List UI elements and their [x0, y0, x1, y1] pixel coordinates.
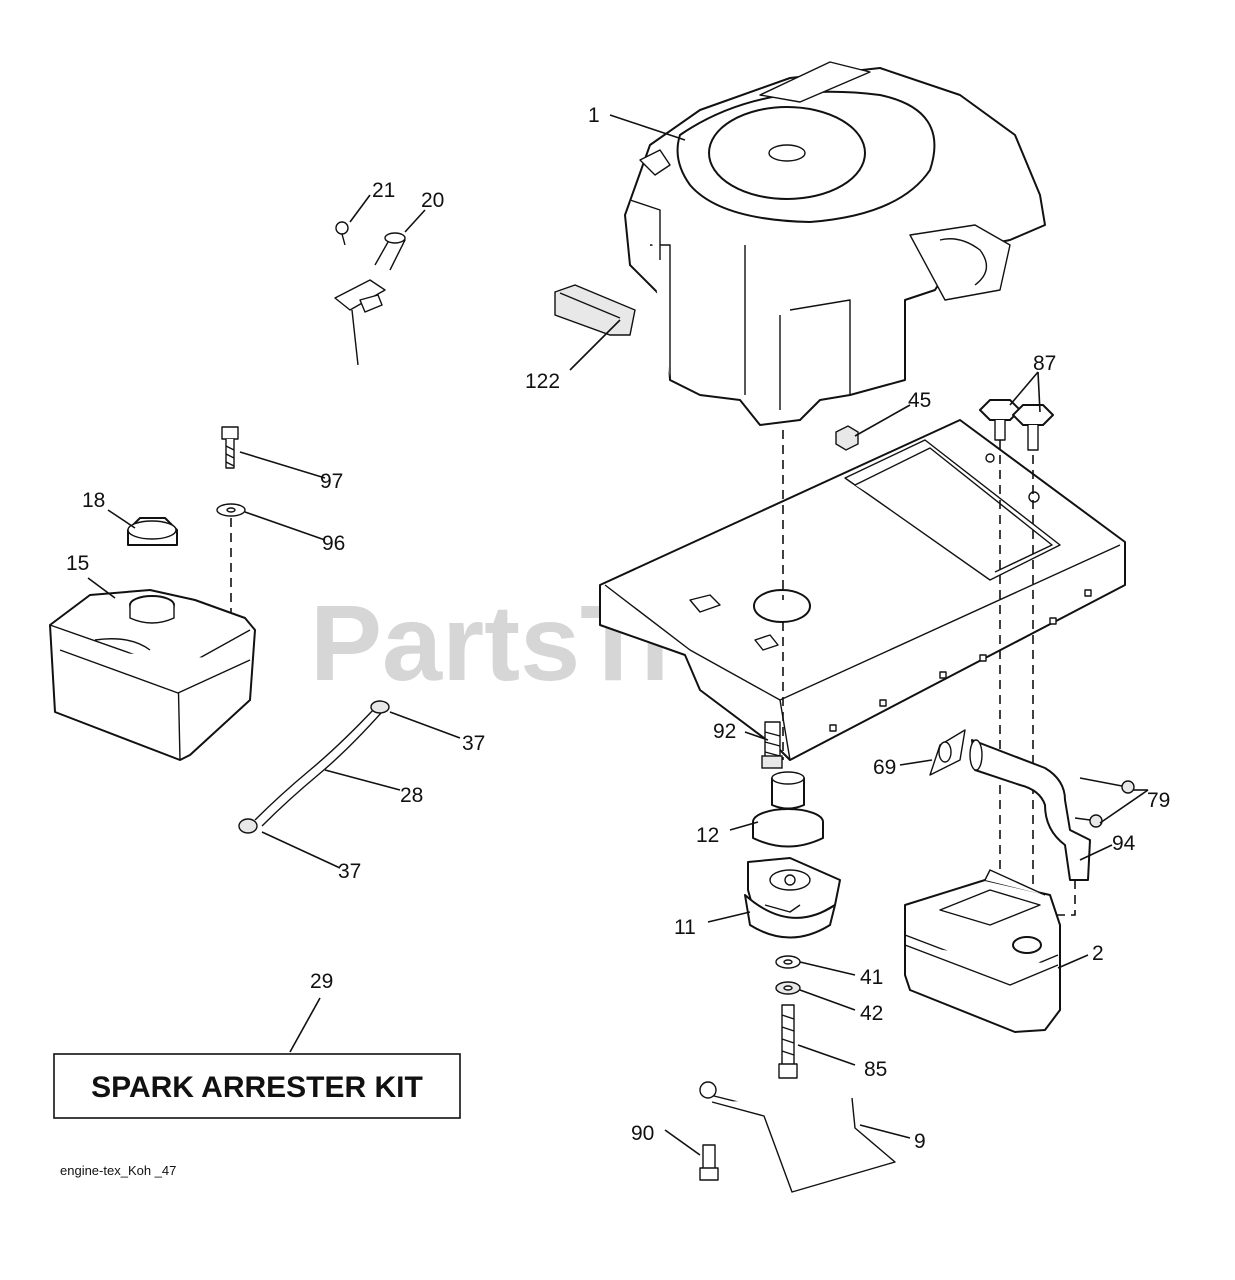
- callout-92: 92: [713, 720, 736, 743]
- engine-part[interactable]: [624, 61, 1046, 426]
- part-85-bolt[interactable]: [778, 1004, 798, 1079]
- part-69-gasket[interactable]: [929, 729, 966, 776]
- callout-11: 11: [674, 916, 696, 939]
- exhaust-pipe[interactable]: [969, 739, 1091, 881]
- part-92-bolt[interactable]: [761, 721, 783, 769]
- part-96-washer[interactable]: [216, 503, 246, 517]
- callout-12: 12: [696, 824, 719, 847]
- callout-42: 42: [860, 1002, 883, 1025]
- part-18-cap[interactable]: [127, 517, 178, 546]
- diagram-reference: engine-tex_Koh _47: [60, 1163, 176, 1178]
- part-41-washer[interactable]: [775, 955, 801, 969]
- callout-1: 1: [588, 104, 600, 127]
- part-15-fuel-tank[interactable]: [49, 589, 256, 761]
- part-87-bolt-right[interactable]: [1012, 404, 1054, 451]
- callout-15: 15: [66, 552, 89, 575]
- callout-37-lower: 37: [338, 860, 361, 883]
- spark-arrester-kit-box[interactable]: SPARK ARRESTER KIT: [53, 1053, 461, 1119]
- callout-41: 41: [860, 966, 883, 989]
- part-122[interactable]: [554, 284, 636, 336]
- spark-arrester-kit-label: SPARK ARRESTER KIT: [91, 1071, 423, 1104]
- callout-18: 18: [82, 489, 105, 512]
- part-20-21-bracket[interactable]: [334, 221, 406, 366]
- callout-97: 97: [320, 470, 343, 493]
- part-11-clutch[interactable]: [744, 857, 841, 939]
- callout-9: 9: [914, 1130, 926, 1153]
- callout-122: 122: [525, 370, 560, 393]
- callout-29: 29: [310, 970, 333, 993]
- part-37-clamp-upper[interactable]: [370, 700, 390, 714]
- callout-2: 2: [1092, 942, 1104, 965]
- part-79-screw-lower[interactable]: [1074, 814, 1103, 828]
- part-12-pulley[interactable]: [752, 771, 824, 848]
- callout-96: 96: [322, 532, 345, 555]
- part-97-bolt[interactable]: [221, 426, 239, 469]
- callout-45: 45: [908, 389, 931, 412]
- callout-94: 94: [1112, 832, 1136, 855]
- part-9-rod[interactable]: [699, 1081, 896, 1193]
- callout-69: 69: [873, 756, 896, 779]
- part-37-clamp-lower[interactable]: [238, 818, 258, 834]
- callout-90: 90: [631, 1122, 654, 1145]
- callout-85: 85: [864, 1058, 887, 1081]
- part-28-fuel-line[interactable]: [254, 707, 383, 827]
- part-42-washer[interactable]: [775, 981, 801, 995]
- frame-plate[interactable]: [599, 419, 1126, 761]
- part-90-bolt[interactable]: [699, 1144, 719, 1181]
- part-2-muffler[interactable]: [904, 869, 1061, 1033]
- callout-21: 21: [372, 179, 395, 202]
- callout-28: 28: [400, 784, 423, 807]
- part-45-nut[interactable]: [835, 425, 859, 451]
- callout-79: 79: [1147, 789, 1170, 812]
- part-87-bolt-left[interactable]: [979, 399, 1021, 441]
- callout-20: 20: [421, 189, 444, 212]
- callout-37-upper: 37: [462, 732, 485, 755]
- callout-87: 87: [1033, 352, 1056, 375]
- part-79-screw-upper[interactable]: [1079, 777, 1135, 794]
